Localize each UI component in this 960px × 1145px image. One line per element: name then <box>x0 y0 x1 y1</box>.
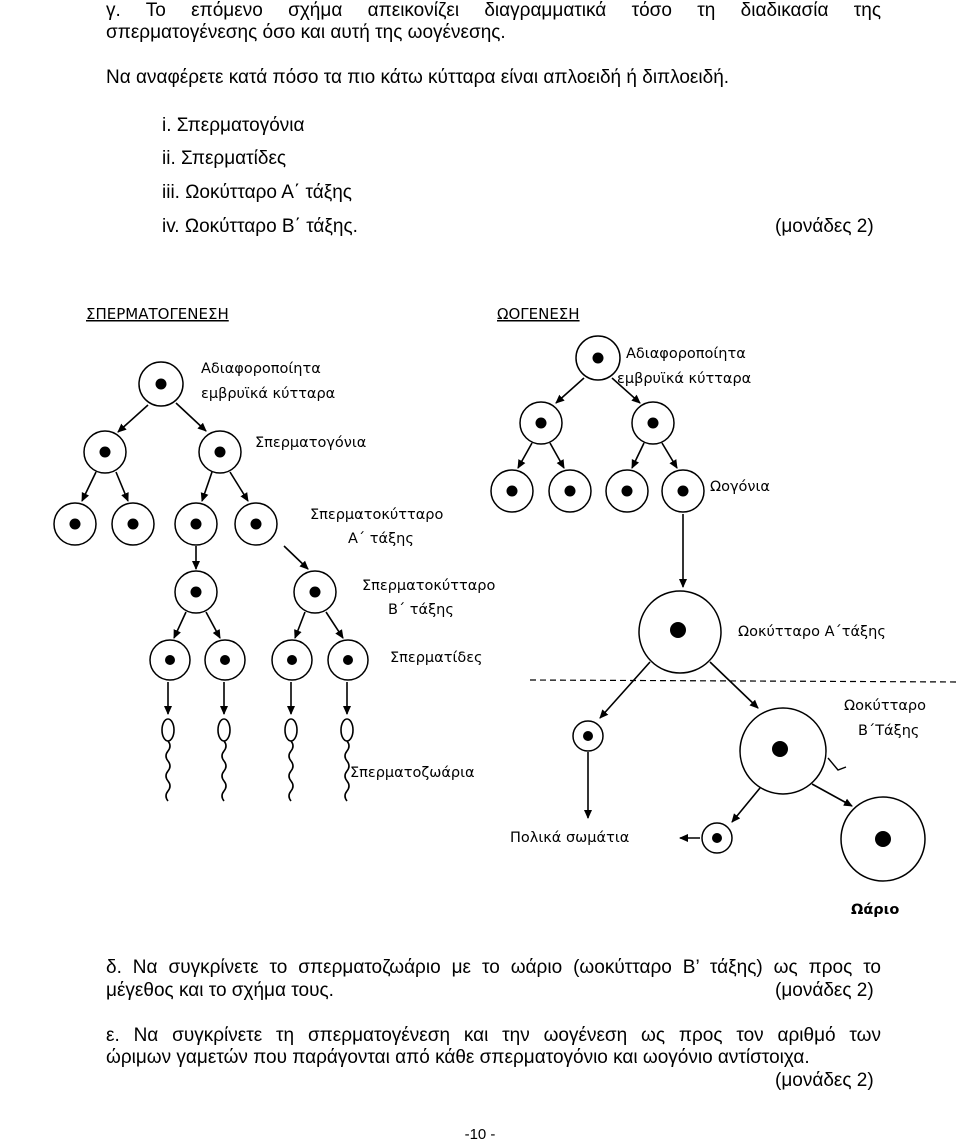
question-g-line2: σπερματογένεσης όσο και αυτή της ωογένεσ… <box>106 22 506 43</box>
oogenesis-heading: ΩΟΓΕΝΕΣΗ <box>497 305 580 323</box>
sperm-head <box>284 718 298 742</box>
sperm-tail <box>165 740 171 802</box>
spermatogenesis-heading: ΣΠΕΡΜΑΤΟΓΕΝΕΣΗ <box>86 305 229 323</box>
label-pointer <box>827 757 847 771</box>
question-d-points: (μονάδες 2) <box>775 980 874 1001</box>
oo-label-primary: Ωοκύτταρο Α΄τάξης <box>738 624 886 640</box>
sperm-label-secondary-2: Β΄ τάξης <box>388 602 454 618</box>
oo-label-secondary-1: Ωοκύτταρο <box>844 698 926 714</box>
question-d-line1: δ. Να συγκρίνετε το σπερματοζωάριο με το… <box>106 957 881 978</box>
sperm-label-stem-2: εμβρυϊκά κύτταρα <box>201 386 335 402</box>
sperm-label-spermatogonia: Σπερματογόνια <box>255 435 366 451</box>
question-g-item-1: i. Σπερματογόνια <box>162 115 305 136</box>
sperm-tail <box>288 740 294 802</box>
sperm-tail <box>221 740 227 802</box>
oo-label-polar: Πολικά σωμάτια <box>510 830 629 846</box>
sperm-tail <box>344 740 350 802</box>
sperm-label-secondary-1: Σπερματοκύτταρο <box>362 578 495 594</box>
question-g-item-2: ii. Σπερματίδες <box>162 148 287 169</box>
sperm-head <box>161 718 175 742</box>
page-number: -10 - <box>464 1126 496 1143</box>
gametogenesis-diagram: ΣΠΕΡΜΑΤΟΓΕΝΕΣΗ ΩΟΓΕΝΕΣΗ <box>53 305 960 918</box>
oogenesis-cells <box>490 335 926 882</box>
question-g-item-4: iv. Ωοκύτταρο Β΄ τάξης. <box>162 216 358 237</box>
oogenesis-nuclei <box>506 352 891 847</box>
oogenesis-arrows <box>517 377 853 842</box>
sperm-label-primary-2: Α΄ τάξης <box>348 531 414 547</box>
sperm-cells <box>161 718 354 802</box>
spermatogenesis-nuclei <box>69 378 353 665</box>
question-g-instruction: Να αναφέρετε κατά πόσο τα πιο κάτω κύττα… <box>106 67 730 88</box>
oo-label-stem-2: εμβρυϊκά κύτταρα <box>617 371 751 387</box>
sperm-label-primary-1: Σπερματοκύτταρο <box>310 507 443 523</box>
oo-label-oogonia: Ωογόνια <box>710 479 770 495</box>
oo-label-ovum: Ωάριο <box>851 902 899 918</box>
question-e-line1: ε. Να συγκρίνετε τη σπερματογένεση και τ… <box>106 1025 881 1046</box>
question-e-line2: ώριμων γαμετών που παράγονται από κάθε σ… <box>106 1047 810 1068</box>
question-g-points: (μονάδες 2) <box>775 216 874 237</box>
sperm-label-stem-1: Αδιαφοροποίητα <box>201 361 321 377</box>
question-g-item-3: iii. Ωοκύτταρο Α΄ τάξης <box>162 182 352 203</box>
oo-label-secondary-2: Β΄Τάξης <box>858 723 919 739</box>
sperm-head <box>340 718 354 742</box>
meiosis-divider-line <box>529 679 960 683</box>
spermatogenesis-arrows <box>81 402 351 715</box>
question-e-points: (μονάδες 2) <box>775 1070 874 1091</box>
sperm-head <box>217 718 231 742</box>
question-d-line2: μέγεθος και το σχήμα τους. <box>106 980 334 1001</box>
oo-label-stem-1: Αδιαφοροποίητα <box>626 346 746 362</box>
question-g-line1: γ. Το επόμενο σχήμα απεικονίζει διαγραμμ… <box>106 0 881 21</box>
sperm-label-spermatids: Σπερματίδες <box>390 650 483 666</box>
sperm-label-sperm: Σπερματοζωάρια <box>350 765 475 781</box>
